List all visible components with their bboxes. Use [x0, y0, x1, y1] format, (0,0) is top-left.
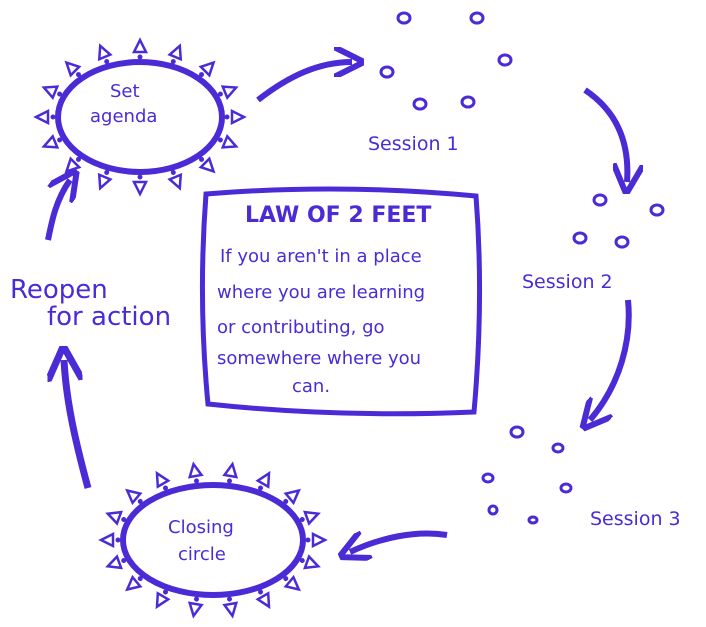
- session-3-dots: [481, 425, 573, 525]
- arrow-to-closing-circle: [350, 530, 448, 552]
- person-glyph: [33, 108, 56, 126]
- person-glyph: [155, 589, 171, 610]
- person-glyph: [105, 554, 127, 570]
- arrow-to-reopen: [64, 360, 92, 489]
- person-glyph: [299, 510, 321, 526]
- person-glyph: [167, 169, 183, 191]
- person-glyph: [198, 156, 216, 174]
- closing-circle-label-line1: Closing: [168, 517, 234, 538]
- reopen-line1: Reopen: [10, 275, 108, 305]
- person-glyph: [64, 60, 82, 78]
- person-glyph: [98, 531, 121, 549]
- law-box-line-5: can.: [292, 376, 330, 397]
- law-box-border: [199, 186, 483, 417]
- law-box-line-3: or contributing, go: [217, 317, 385, 338]
- session-3-label: Session 3: [590, 508, 681, 530]
- person-glyph: [97, 43, 113, 65]
- session-2-dots: [572, 193, 665, 249]
- arrow-to-session-3: [590, 299, 632, 420]
- opening-circle: Set agenda: [33, 37, 247, 197]
- reopen-line2: for action: [47, 302, 171, 332]
- closing-circle-ring: [120, 482, 306, 598]
- person-glyph: [41, 85, 63, 101]
- law-of-two-feet-box: LAW OF 2 FEET If you aren't in a place w…: [199, 186, 483, 417]
- session-2-group: Session 2: [522, 193, 665, 293]
- law-box-title: LAW OF 2 FEET: [245, 203, 431, 228]
- person-glyph: [255, 470, 271, 491]
- session-3-group: Session 3: [481, 425, 681, 530]
- arrow-to-session-1: [256, 62, 352, 103]
- person-glyph: [283, 488, 301, 506]
- person-glyph: [198, 60, 216, 78]
- reopen-label: Reopen for action: [10, 275, 171, 332]
- person-glyph: [222, 596, 239, 619]
- law-box-line-1: If you aren't in a place: [220, 246, 422, 267]
- arrow-to-opening-circle: [45, 180, 70, 241]
- person-glyph: [167, 43, 183, 65]
- person-glyph: [125, 488, 143, 506]
- person-glyph: [125, 574, 143, 592]
- session-1-dots: [379, 11, 513, 111]
- opening-circle-ring: [55, 59, 225, 175]
- person-glyph: [187, 596, 204, 619]
- opening-circle-label-line1: Set: [110, 81, 140, 102]
- person-glyph: [97, 169, 113, 191]
- person-glyph: [131, 37, 149, 60]
- closing-circle: Closing circle: [98, 461, 328, 619]
- person-glyph: [217, 133, 239, 149]
- person-glyph: [105, 510, 127, 526]
- person-glyph: [224, 108, 247, 126]
- person-glyph: [283, 574, 301, 592]
- person-glyph: [305, 531, 328, 549]
- person-glyph: [131, 174, 149, 197]
- person-glyph: [255, 589, 271, 610]
- person-glyph: [222, 461, 239, 484]
- person-glyph: [41, 133, 63, 149]
- law-box-line-4: somewhere where you: [217, 348, 421, 369]
- person-glyph: [155, 470, 171, 491]
- opening-circle-label-line2: agenda: [90, 106, 157, 127]
- law-box-line-2: where you are learning: [217, 282, 425, 303]
- closing-circle-label-line2: circle: [178, 544, 226, 565]
- session-2-label: Session 2: [522, 271, 613, 293]
- arrow-to-session-2: [583, 87, 627, 182]
- person-glyph: [187, 461, 204, 484]
- person-glyph: [217, 85, 239, 101]
- session-1-group: Session 1: [368, 11, 513, 155]
- opening-circle-people: [33, 37, 247, 197]
- session-1-label: Session 1: [368, 133, 459, 155]
- closing-circle-people: [98, 461, 328, 619]
- person-glyph: [299, 554, 321, 570]
